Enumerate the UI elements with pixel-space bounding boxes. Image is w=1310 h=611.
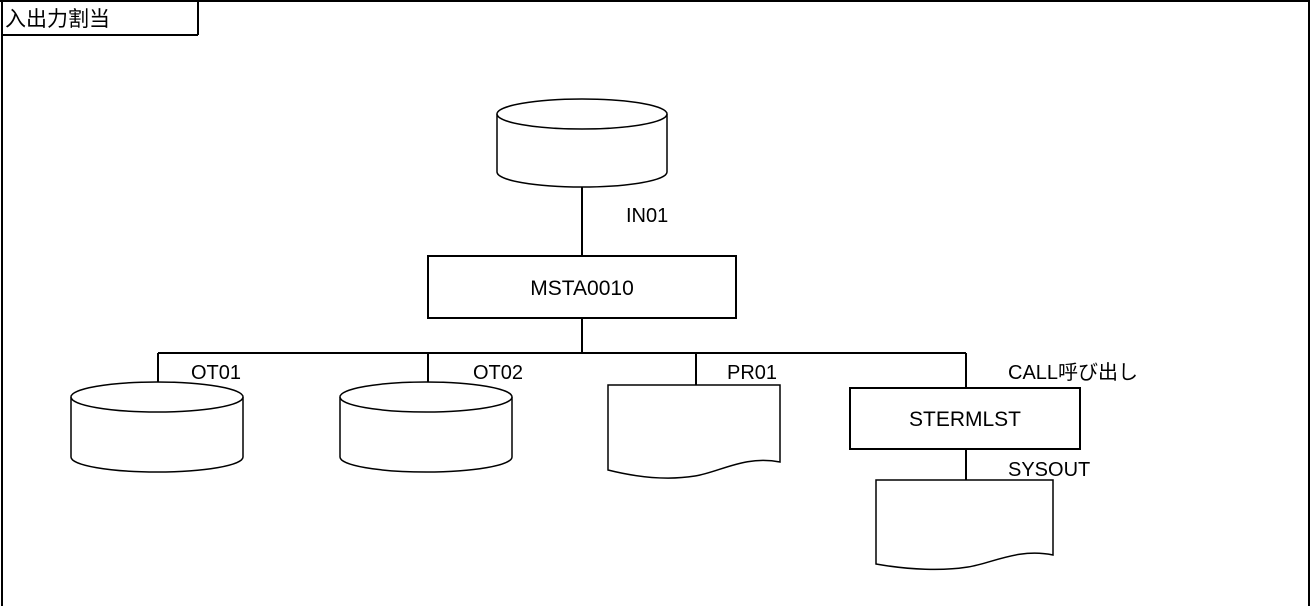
disk-cylinder-icon: [496, 98, 668, 188]
disk-cylinder-icon: [70, 381, 244, 473]
printed-document-icon: [607, 384, 781, 479]
main-program-label: MSTA0010: [530, 277, 634, 300]
call-label: CALL呼び出し: [1008, 361, 1138, 384]
disk-cylinder-icon: [339, 381, 513, 473]
called-program-label: STERMLST: [909, 408, 1021, 431]
section-title: 入出力割当: [5, 8, 110, 31]
connector-lines: [157, 172, 967, 480]
called-program-box: STERMLST: [849, 387, 1081, 450]
input-file-label: IN01: [626, 205, 668, 227]
sysout-label: SYSOUT: [1008, 459, 1090, 481]
output-label-pr01: PR01: [727, 362, 777, 384]
output-label-ot02: OT02: [473, 362, 523, 384]
output-label-ot01: OT01: [191, 362, 241, 384]
main-program-box: MSTA0010: [427, 255, 737, 319]
printed-document-icon: [875, 479, 1054, 571]
section-title-tab: 入出力割当: [2, 1, 199, 36]
